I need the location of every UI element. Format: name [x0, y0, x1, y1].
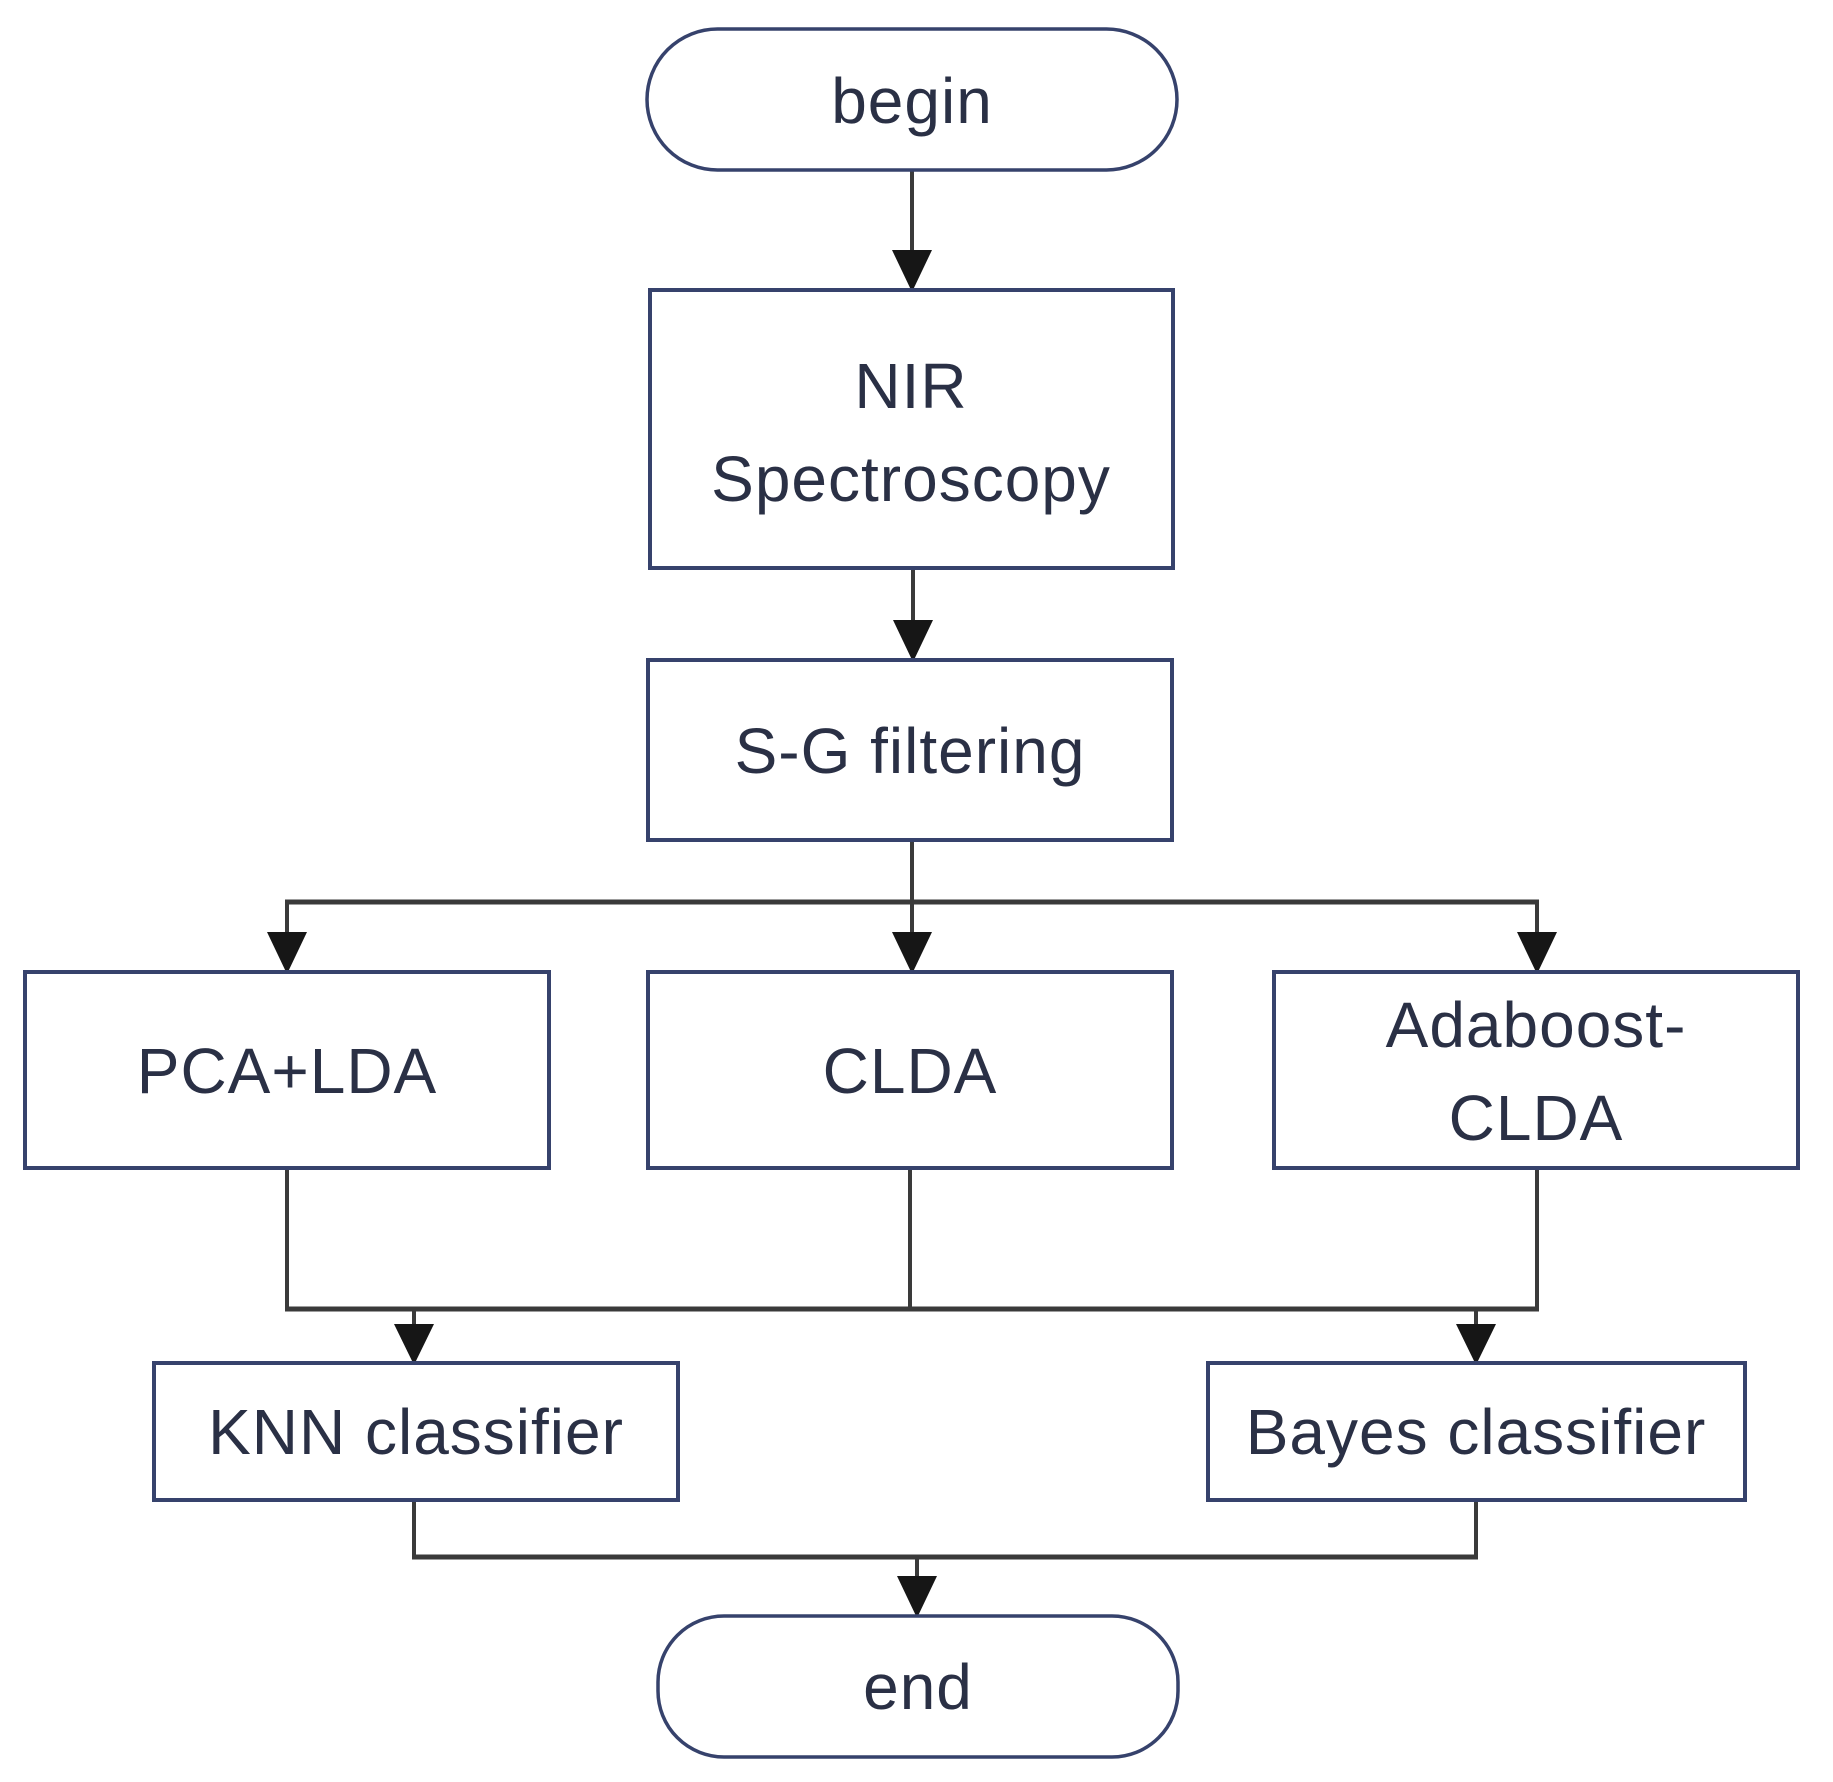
- node-sg-filtering-label: S-G filtering: [735, 715, 1086, 787]
- node-clda-label: CLDA: [823, 1035, 998, 1107]
- nodes: begin NIR Spectroscopy S-G filtering PCA…: [23, 27, 1800, 1759]
- node-clda-shape: [646, 970, 1174, 1170]
- node-nir-spectroscopy-label-line1: NIR: [854, 350, 967, 422]
- edge-nir-to-sg-arrowhead-icon: [893, 620, 933, 662]
- edge-merge-to-knn-arrowhead-icon: [394, 1324, 434, 1365]
- node-clda: CLDA: [646, 970, 1174, 1170]
- edges: [267, 170, 1557, 1618]
- node-adaboost-clda-label-line2: CLDA: [1449, 1082, 1624, 1154]
- node-adaboost-clda: Adaboost- CLDA: [1272, 970, 1800, 1170]
- node-nir-spectroscopy-shape: [648, 288, 1175, 570]
- node-adaboost-clda-label-line1: Adaboost-: [1386, 989, 1687, 1061]
- node-adaboost-clda-shape: [1272, 970, 1800, 1170]
- node-begin-shape: [645, 27, 1179, 172]
- node-nir-spectroscopy-label-line2: Spectroscopy: [711, 443, 1111, 515]
- node-end-label: end: [863, 1651, 973, 1723]
- node-nir-spectroscopy: NIR Spectroscopy: [648, 288, 1175, 570]
- node-knn-classifier: KNN classifier: [152, 1361, 680, 1502]
- node-knn-classifier-shape: [152, 1361, 680, 1502]
- edge-begin-to-nir-arrowhead-icon: [892, 250, 932, 292]
- node-begin-label: begin: [831, 65, 993, 137]
- node-begin: begin: [645, 27, 1179, 172]
- node-pca-lda: PCA+LDA: [23, 970, 551, 1170]
- edge-merge-to-end-arrowhead-icon: [897, 1576, 937, 1618]
- node-sg-filtering: S-G filtering: [646, 658, 1174, 842]
- node-bayes-classifier-label: Bayes classifier: [1246, 1396, 1707, 1468]
- node-bayes-classifier: Bayes classifier: [1206, 1361, 1747, 1502]
- node-sg-filtering-shape: [646, 658, 1174, 842]
- edge-merge-to-bayes-arrowhead-icon: [1456, 1324, 1496, 1365]
- node-bayes-classifier-shape: [1206, 1361, 1747, 1502]
- branch-drop-right-arrowhead-icon: [1517, 932, 1557, 974]
- node-knn-classifier-label: KNN classifier: [208, 1396, 624, 1468]
- node-end: end: [656, 1614, 1180, 1759]
- node-end-shape: [656, 1614, 1180, 1759]
- branch-drop-middle-arrowhead-icon: [892, 932, 932, 974]
- node-pca-lda-label: PCA+LDA: [137, 1035, 437, 1107]
- node-pca-lda-shape: [23, 970, 551, 1170]
- branch-drop-left-arrowhead-icon: [267, 932, 307, 974]
